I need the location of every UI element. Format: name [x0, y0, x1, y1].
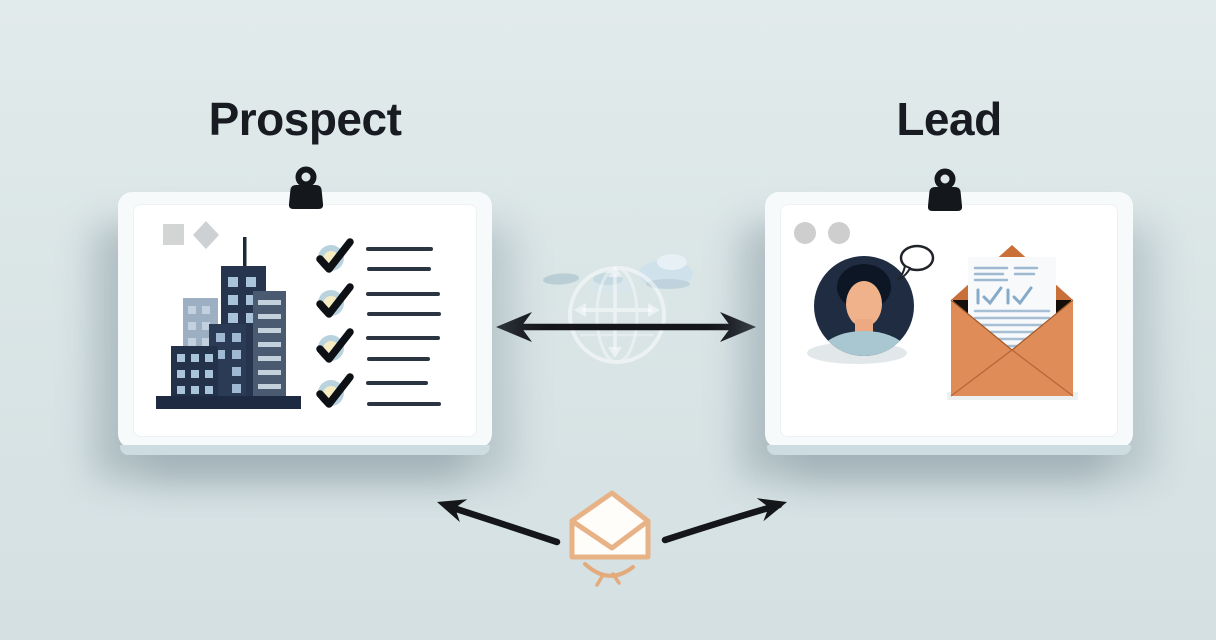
- clouds-decoration: [543, 254, 693, 294]
- prospect-title: Prospect: [208, 93, 402, 145]
- card-bottom-edge: [767, 445, 1131, 455]
- curved-arrow-right-icon: [661, 498, 787, 544]
- window-dots-decoration: [794, 222, 850, 244]
- lead-title: Lead: [896, 93, 1002, 145]
- envelope-outline-icon: [569, 490, 651, 587]
- prospect-card-panel: [133, 204, 477, 437]
- shapes-decoration: [163, 221, 219, 249]
- lead-card: [765, 192, 1133, 455]
- card-bottom-edge: [120, 445, 490, 455]
- clip-icon: [927, 168, 963, 211]
- lead-card-panel: [780, 204, 1118, 437]
- open-envelope-letter-icon: [947, 245, 1078, 400]
- checklist-icon: [316, 238, 441, 408]
- prospect-card: [118, 192, 492, 455]
- company-buildings-icon: [156, 237, 301, 409]
- prospect-illustration: [156, 221, 441, 409]
- globe-watermark-icon: [568, 266, 666, 364]
- double-arrow-icon: [496, 312, 756, 342]
- clip-icon: [288, 166, 324, 209]
- lead-illustration: [794, 222, 1078, 400]
- curved-arrow-left-icon: [437, 499, 561, 546]
- person-avatar-icon: [807, 256, 914, 364]
- curved-arrows: [437, 498, 787, 546]
- speech-bubble-icon: [897, 244, 935, 281]
